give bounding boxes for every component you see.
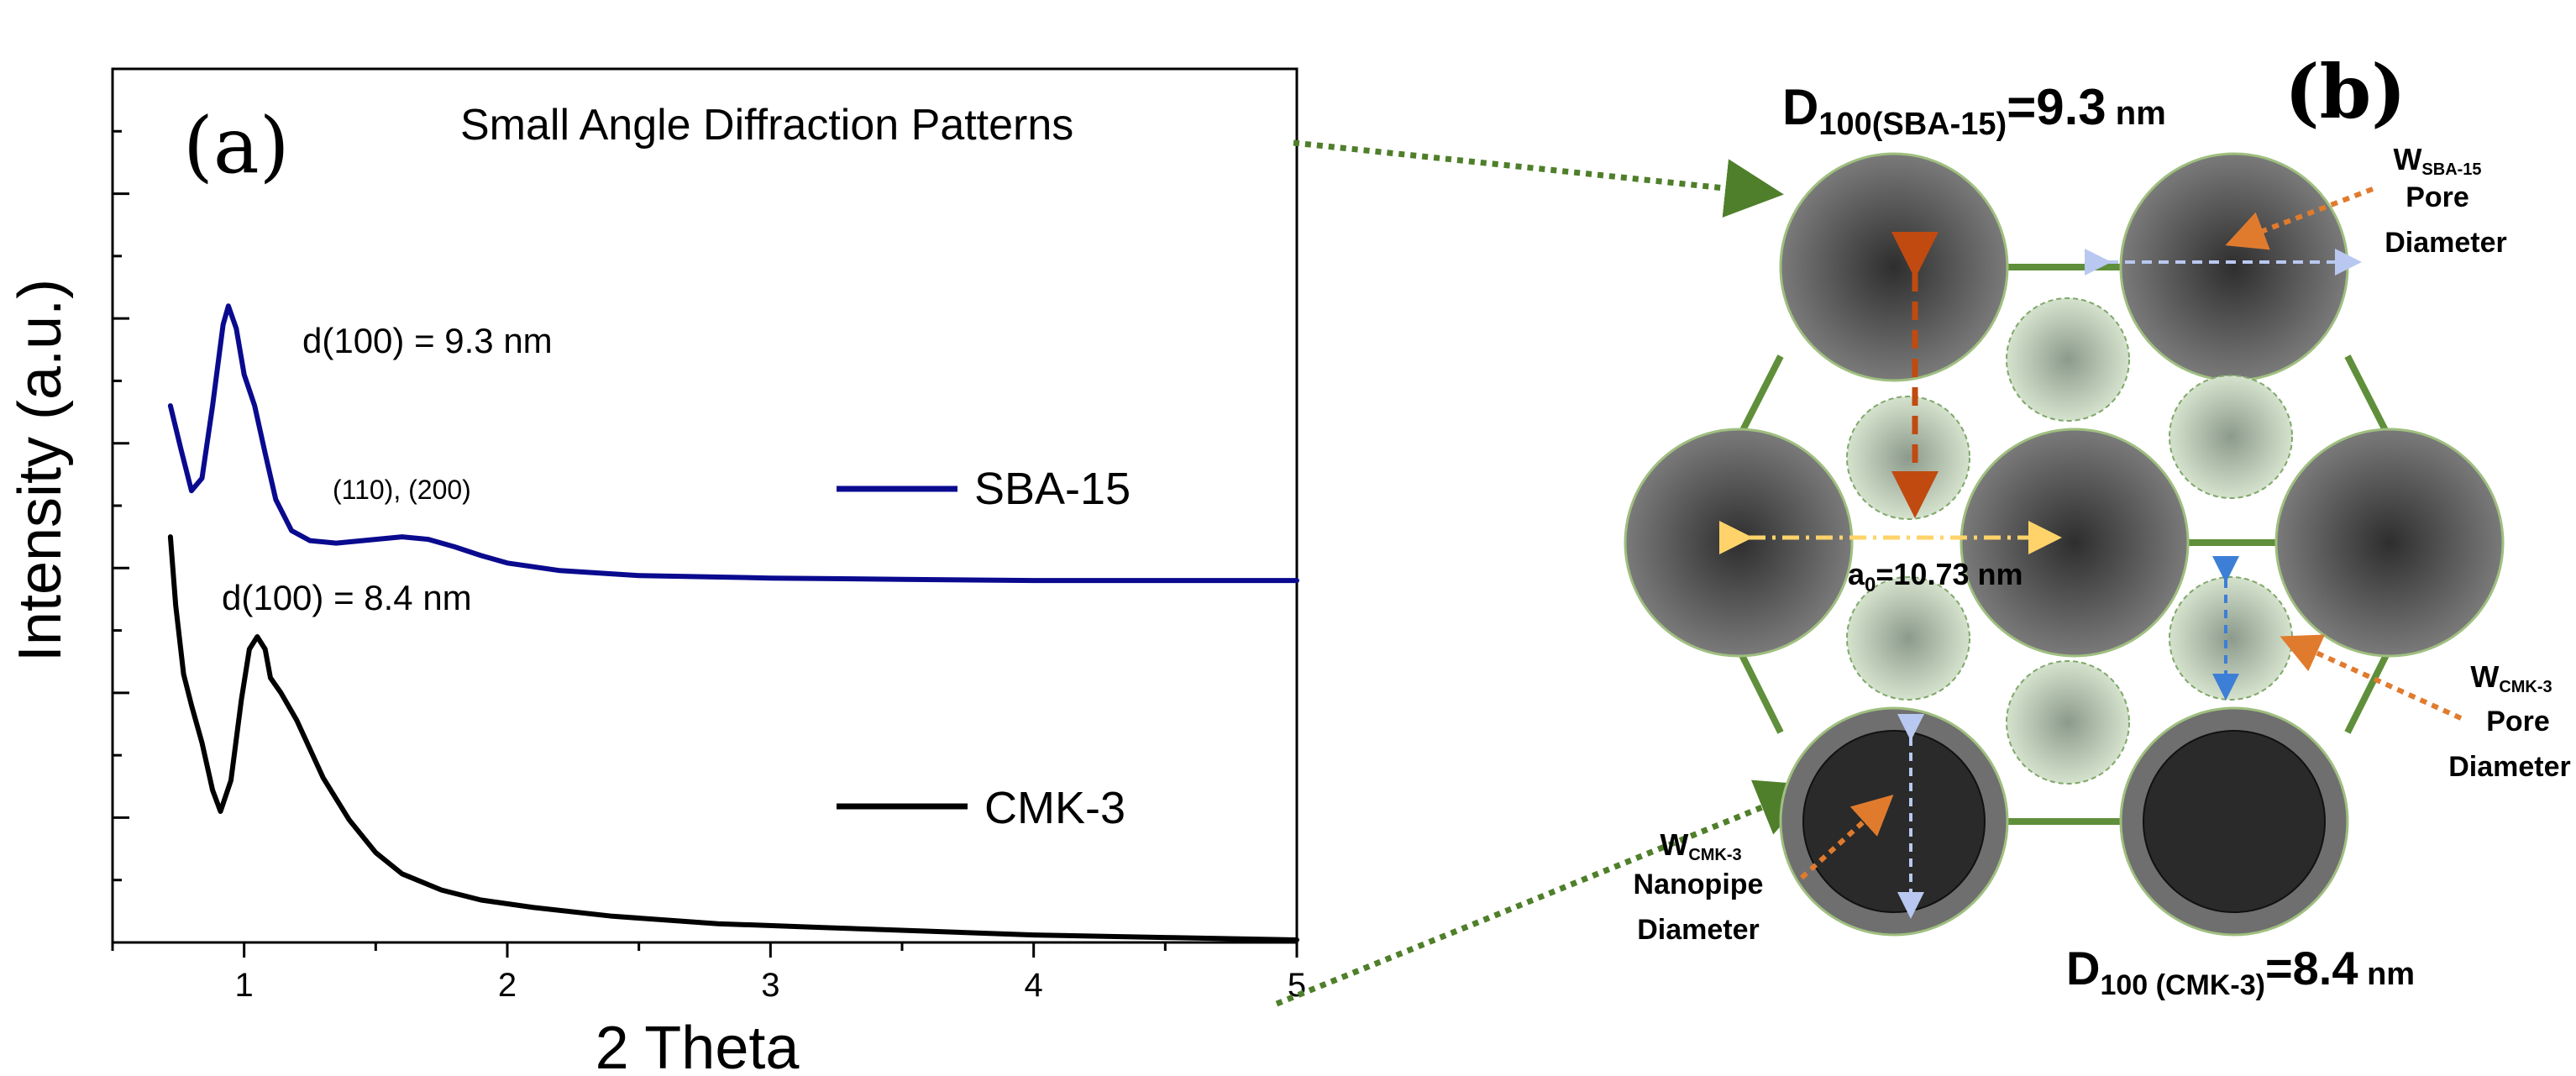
series-line-cmk-3: [167, 534, 1299, 942]
x-tick-label: 4: [1025, 967, 1043, 1004]
cmk3-pore-diameter-label: WCMK-3 Pore Diameter: [2448, 659, 2571, 783]
legend-label-cmk3: CMK-3: [984, 783, 1125, 833]
svg-text:Pore: Pore: [2486, 706, 2550, 737]
series-layer: [167, 303, 1299, 942]
y-axis-label: Intensity (a.u.): [7, 279, 74, 662]
carbon-rods: [1846, 297, 2293, 785]
svg-text:Diameter: Diameter: [2385, 227, 2507, 259]
annotation-sba-d100: d(100) = 9.3 nm: [302, 321, 553, 360]
sba15-pore-top-right: [2119, 152, 2349, 382]
lattice-constant-label: a0=10.73 nm: [1848, 557, 2023, 596]
x-axis-label: 2 Theta: [595, 1015, 800, 1076]
y-axis-ticks: [113, 67, 129, 944]
sba15-pore-left: [1624, 428, 1854, 658]
svg-text:WSBA-15: WSBA-15: [2393, 142, 2481, 179]
sba15-pore-right: [2274, 428, 2505, 658]
sba15-pore-center: [1960, 428, 2190, 658]
x-tick-label: 2: [498, 967, 517, 1004]
cmk3-nanopipe-bottom-left: [1802, 730, 1986, 913]
cmk3-nanopipe-diameter-label: WCMK-3 Nanopipe Diameter: [1634, 827, 1764, 946]
connector-arrow-upper: [1293, 139, 1784, 218]
svg-text:WCMK-3: WCMK-3: [1660, 827, 1741, 864]
panel-label-b: (b): [2285, 48, 2406, 135]
sba15-pore-top-left: [1779, 152, 2009, 382]
annotation-cmk-d100: d(100) = 8.4 nm: [222, 578, 472, 617]
annotation-secondary-peaks: (110), (200): [333, 475, 471, 505]
sba15-pore-pointer: [2225, 186, 2374, 250]
svg-text:Diameter: Diameter: [2448, 751, 2571, 783]
chart-title: Small Angle Diffraction Patterns: [460, 101, 1073, 150]
legend-label-sba15: SBA-15: [974, 464, 1131, 514]
hexagon-lattice-lines: [1735, 264, 2393, 825]
cmk3-spacing-label: D100 (CMK-3)=8.4 nm: [2066, 942, 2415, 1001]
svg-text:Nanopipe: Nanopipe: [1634, 869, 1764, 900]
svg-text:Diameter: Diameter: [1637, 914, 1760, 946]
pore-structure-diagram: (b) D100(SBA-15)=9.3 nm: [1624, 48, 2571, 1001]
series-line-sba-15: [167, 303, 1299, 584]
svg-text:WCMK-3: WCMK-3: [2470, 659, 2552, 696]
svg-text:Pore: Pore: [2405, 181, 2469, 213]
panel-label-a: (a): [183, 101, 290, 191]
x-tick-label: 1: [235, 967, 254, 1004]
sba15-spacing-label: D100(SBA-15)=9.3 nm: [1782, 79, 2166, 142]
cmk3-nanopipe-bottom-right: [2143, 730, 2326, 913]
sba15-pore-diameter-label: WSBA-15 Pore Diameter: [2385, 142, 2507, 259]
x-tick-label: 3: [761, 967, 779, 1004]
connector-arrow-lower: [1275, 779, 1817, 1007]
